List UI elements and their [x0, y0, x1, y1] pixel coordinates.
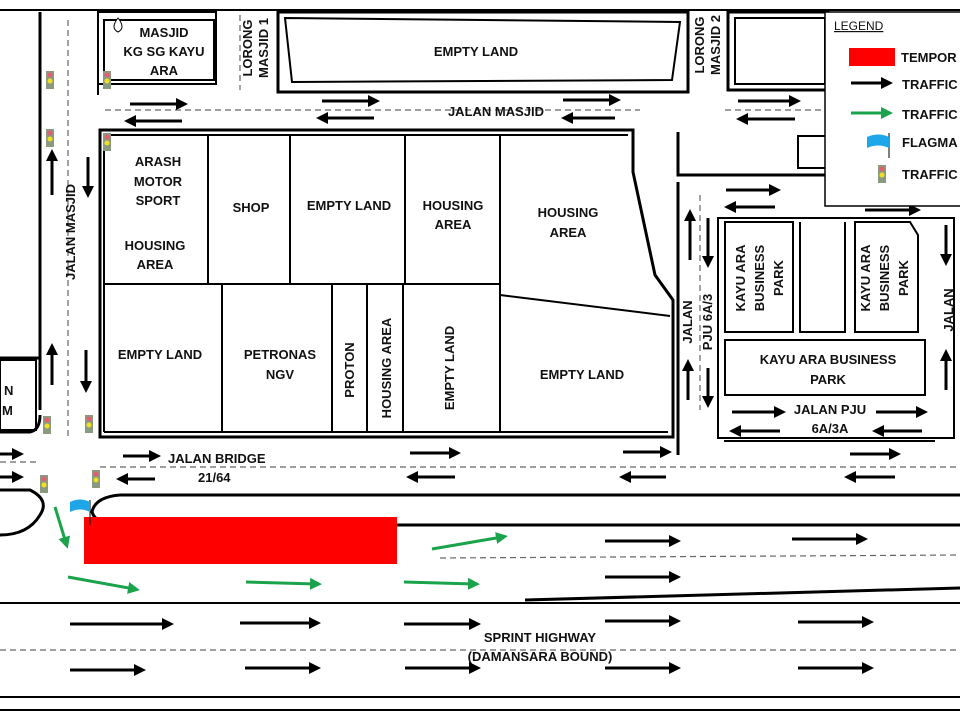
- legend-title: LEGEND: [834, 19, 884, 33]
- housing-2-label-2: AREA: [435, 217, 472, 232]
- jalan-pju-6a3-label: JALAN: [680, 300, 695, 343]
- sprint-highway-label-2: (DAMANSARA BOUND): [468, 649, 613, 664]
- kayu-ara-bp3-label-2: PARK: [810, 372, 846, 387]
- empty-land-top: EMPTY LAND: [276, 10, 690, 94]
- proton-label: PROTON: [342, 342, 357, 397]
- legend-flag-icon: [867, 133, 890, 158]
- temporary-closure-zone: [84, 517, 397, 564]
- arash-label-2: MOTOR: [134, 174, 183, 189]
- shop-label: SHOP: [233, 200, 270, 215]
- housing-3-label-2: AREA: [550, 225, 587, 240]
- empty-land-vertical-label: EMPTY LAND: [442, 326, 457, 410]
- housing-vertical-label: HOUSING AREA: [379, 317, 394, 418]
- legend: LEGEND TEMPOR TRAFFIC TRAFFIC FLAGMA TRA…: [824, 11, 960, 207]
- left-block-label: N: [4, 383, 13, 398]
- kayu-ara-bp2-label-3: PARK: [896, 259, 911, 295]
- traffic-flow-arrows: [0, 94, 952, 676]
- masjid-label-2: KG SG KAYU: [123, 44, 204, 59]
- legend-label-traffic-flow: TRAFFIC: [902, 77, 958, 92]
- housing-1-label-2: AREA: [137, 257, 174, 272]
- diversion-arrows: [53, 506, 508, 594]
- arash-label-3: SPORT: [136, 193, 181, 208]
- kayu-ara-bp2-label: KAYU ARA: [858, 244, 873, 312]
- lorong-1-label-2: MASJID 1: [256, 18, 271, 78]
- jalan-masjid-vertical-label: JALAN MASJID: [63, 184, 78, 280]
- left-block-label-2: M: [2, 403, 13, 418]
- svg-text:EMPTY LAND: EMPTY LAND: [434, 44, 518, 59]
- housing-2-label: HOUSING: [423, 198, 484, 213]
- kayu-ara-bp1-label: KAYU ARA: [733, 244, 748, 312]
- sprint-highway: [0, 488, 960, 698]
- legend-closure-swatch: [849, 48, 895, 66]
- kayu-ara-bp3-label: KAYU ARA BUSINESS: [760, 352, 897, 367]
- petronas-label: PETRONAS: [244, 347, 317, 362]
- masjid-label: MASJID: [139, 25, 188, 40]
- masjid-label-3: ARA: [150, 63, 179, 78]
- housing-3-label: HOUSING: [538, 205, 599, 220]
- empty-land-3-label: EMPTY LAND: [118, 347, 202, 362]
- masjid-block: MASJID KG SG KAYU ARA: [97, 11, 217, 85]
- kayu-ara-bp2-label-2: BUSINESS: [877, 244, 892, 311]
- legend-traffic-light-icon: [878, 165, 886, 183]
- empty-land-2-label: EMPTY LAND: [307, 198, 391, 213]
- arash-label: ARASH: [135, 154, 181, 169]
- legend-label-diversion: TRAFFIC: [902, 107, 958, 122]
- kayu-ara-bp1-label-2: BUSINESS: [752, 244, 767, 311]
- legend-label-closure: TEMPOR: [901, 50, 957, 65]
- housing-1-label: HOUSING: [125, 238, 186, 253]
- mosque-icon: [113, 17, 123, 33]
- right-area: [676, 132, 955, 455]
- lorong-2-label-2: MASJID 2: [708, 15, 723, 75]
- jalan-masjid-label: JALAN MASJID: [448, 104, 544, 119]
- legend-label-traffic-light: TRAFFIC: [902, 167, 958, 182]
- legend-label-flagman: FLAGMA: [902, 135, 958, 150]
- sprint-highway-label: SPRINT HIGHWAY: [484, 630, 597, 645]
- lorong-2-label: LORONG: [692, 16, 707, 73]
- jalan-bridge-label: JALAN BRIDGE: [168, 451, 266, 466]
- jalan-pju-6a3a-label: JALAN PJU: [794, 402, 866, 417]
- jalan-right-label: JALAN: [941, 288, 956, 331]
- petronas-label-2: NGV: [266, 367, 295, 382]
- flagman-icon: [70, 499, 91, 525]
- lorong-1-label: LORONG: [240, 19, 255, 76]
- jalan-pju-6a3a-label-2: 6A/3A: [812, 421, 849, 436]
- jalan-pju-6a3-label-2: PJU 6A/3: [700, 294, 715, 350]
- jalan-bridge-label-2: 21/64: [198, 470, 231, 485]
- kayu-ara-bp1-label-3: PARK: [771, 259, 786, 295]
- central-block: [98, 128, 675, 439]
- empty-land-4-label: EMPTY LAND: [540, 367, 624, 382]
